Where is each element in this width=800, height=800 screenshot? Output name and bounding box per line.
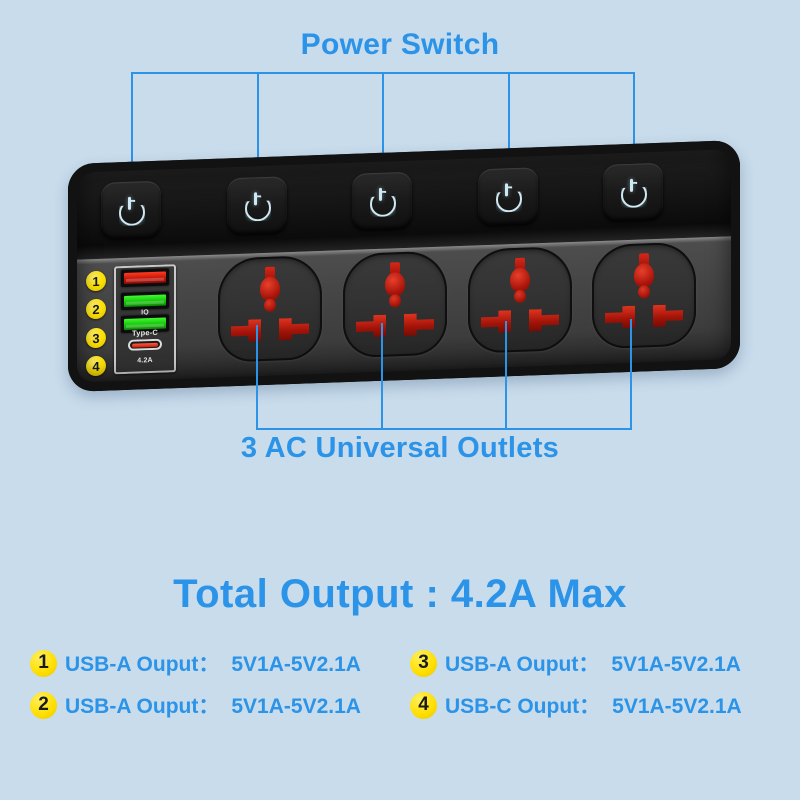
power-switch-leader-2 [257,72,259,194]
usb-port-panel: IQ Type-C 4.2A [114,264,176,375]
power-icon [118,196,144,223]
ac-outlets-callout-label: 3 AC Universal Outlets [240,432,560,464]
ac-outlet-callout-bar [256,428,632,430]
power-switch-5[interactable] [603,162,663,221]
usb-c-port-4[interactable] [128,338,162,351]
power-switch-4[interactable] [478,167,538,226]
legend-value-3: 5V1A-5V2.1A [611,653,741,676]
power-switch-1[interactable] [101,180,161,239]
port-legend: 1 USB-A Ouput： 5V1A-5V2.1A 3 USB-A Ouput：… [30,648,790,732]
legend-item-4: 4 USB-C Ouput： 5V1A-5V2.1A [410,690,790,720]
legend-row: 1 USB-A Ouput： 5V1A-5V2.1A 3 USB-A Ouput：… [30,648,790,678]
ac-outlet-3[interactable] [468,245,572,354]
usb-amperage-label: 4.2A [137,356,153,365]
total-output-heading: Total Output : 4.2A Max [173,572,627,616]
power-switch-3[interactable] [352,171,412,230]
usb-typec-label: Type-C [131,327,159,338]
legend-row: 2 USB-A Ouput： 5V1A-5V2.1A 4 USB-C Ouput：… [30,690,790,720]
legend-text-4: USB-C Ouput： 5V1A-5V2.1A [445,690,742,720]
power-switch-leader-1 [131,72,133,196]
power-switch-leader-5 [633,72,635,188]
legend-item-2: 2 USB-A Ouput： 5V1A-5V2.1A [30,690,410,720]
legend-label-1: USB-A Ouput： [65,653,220,676]
usb-a-port-2[interactable] [121,291,169,311]
legend-badge-1: 1 [30,649,57,677]
legend-value-2: 5V1A-5V2.1A [231,695,361,718]
ac-outlet-leader-2 [381,323,383,430]
legend-badge-3: 3 [410,649,437,677]
ac-outlet-1[interactable] [218,254,322,363]
power-switch-leader-3 [382,72,384,192]
ac-outlet-leader-3 [505,321,507,430]
power-icon [244,192,270,219]
power-icon [495,183,521,210]
power-strip-device: 1 2 3 4 IQ Type-C 4.2A [68,139,740,393]
legend-item-1: 1 USB-A Ouput： 5V1A-5V2.1A [30,648,410,678]
power-icon [620,178,646,205]
legend-text-1: USB-A Ouput： 5V1A-5V2.1A [65,648,361,678]
ac-outlet-leader-1 [256,325,258,430]
power-switch-2[interactable] [227,176,287,235]
legend-text-2: USB-A Ouput： 5V1A-5V2.1A [65,690,361,720]
legend-badge-2: 2 [30,691,57,719]
legend-value-1: 5V1A-5V2.1A [231,653,361,676]
legend-item-3: 3 USB-A Ouput： 5V1A-5V2.1A [410,648,790,678]
ac-outlet-4[interactable] [592,241,696,350]
ac-outlet-leader-4 [630,319,632,430]
power-switch-leader-4 [508,72,510,190]
power-icon [369,187,395,214]
usb-a-port-1[interactable] [121,268,169,288]
legend-text-3: USB-A Ouput： 5V1A-5V2.1A [445,648,741,678]
legend-label-4: USB-C Ouput： [445,695,601,718]
legend-badge-4: 4 [410,691,437,719]
legend-label-3: USB-A Ouput： [445,653,600,676]
ac-outlet-2[interactable] [343,250,447,359]
legend-value-4: 5V1A-5V2.1A [612,695,742,718]
legend-label-2: USB-A Ouput： [65,695,220,718]
power-switch-callout-label: Power Switch [300,28,500,61]
